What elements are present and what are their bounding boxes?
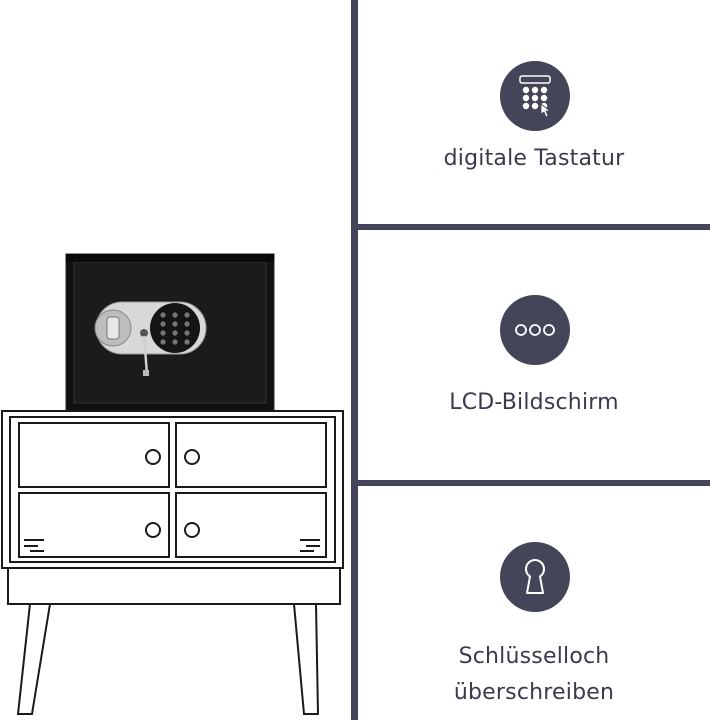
keyhole-icon [500, 542, 570, 612]
safe-image [65, 253, 275, 412]
feature-label: LCD-Bildschirm [449, 390, 619, 415]
feature-keyhole-override: Schlüsselloch überschreiben [358, 486, 710, 720]
feature-lcd-screen: LCD-Bildschirm [358, 230, 710, 480]
vertical-divider [351, 0, 358, 720]
horizontal-divider [358, 480, 710, 486]
feature-label-line2: überschreiben [453, 680, 615, 705]
feature-label-line1: Schlüsselloch [458, 644, 610, 669]
feature-digital-keypad: digitale Tastatur [358, 0, 710, 224]
cabinet-outline [1, 410, 344, 715]
horizontal-divider [358, 224, 710, 230]
product-illustration [0, 0, 352, 720]
keypad-icon [500, 61, 570, 131]
safe-on-cabinet-illustration [1, 253, 344, 715]
dots-icon [500, 295, 570, 365]
feature-label: digitale Tastatur [443, 146, 625, 171]
